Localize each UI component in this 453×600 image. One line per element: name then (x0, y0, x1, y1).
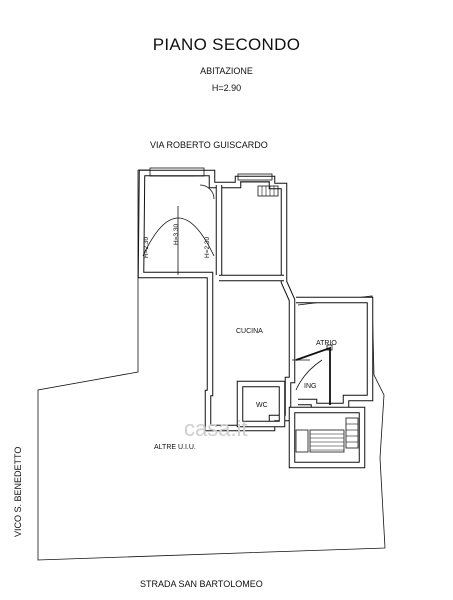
room-label-atrio: ATRIO (316, 340, 337, 347)
atrio-partition (295, 346, 331, 405)
room-label-cucina: CUCINA (236, 328, 263, 335)
vault-height-right: H=2.30 (204, 236, 211, 258)
vault-height-center: H=3.30 (173, 223, 180, 245)
watermark-logo: casa.it (184, 416, 248, 441)
street-label-bottom: STRADA SAN BARTOLOMEO (140, 579, 263, 589)
room-label-wc: WC (256, 402, 268, 409)
room-label-ing: ING (304, 383, 316, 390)
room-label-altre: ALTRE U.I.U. (154, 444, 196, 451)
door-swings (199, 184, 323, 391)
plan-subtitle: ABITAZIONE (200, 66, 253, 76)
window-niches (149, 167, 273, 183)
column-marker (326, 344, 333, 351)
main-stair (295, 417, 359, 453)
plan-title: PIANO SECONDO (152, 35, 301, 54)
vault-height-left: H=2.30 (143, 236, 150, 258)
ceiling-height: H=2.90 (211, 83, 242, 93)
small-stair (257, 185, 279, 197)
apartment-walls (137, 169, 374, 469)
street-label-top: VIA ROBERTO GUISCARDO (150, 140, 268, 150)
